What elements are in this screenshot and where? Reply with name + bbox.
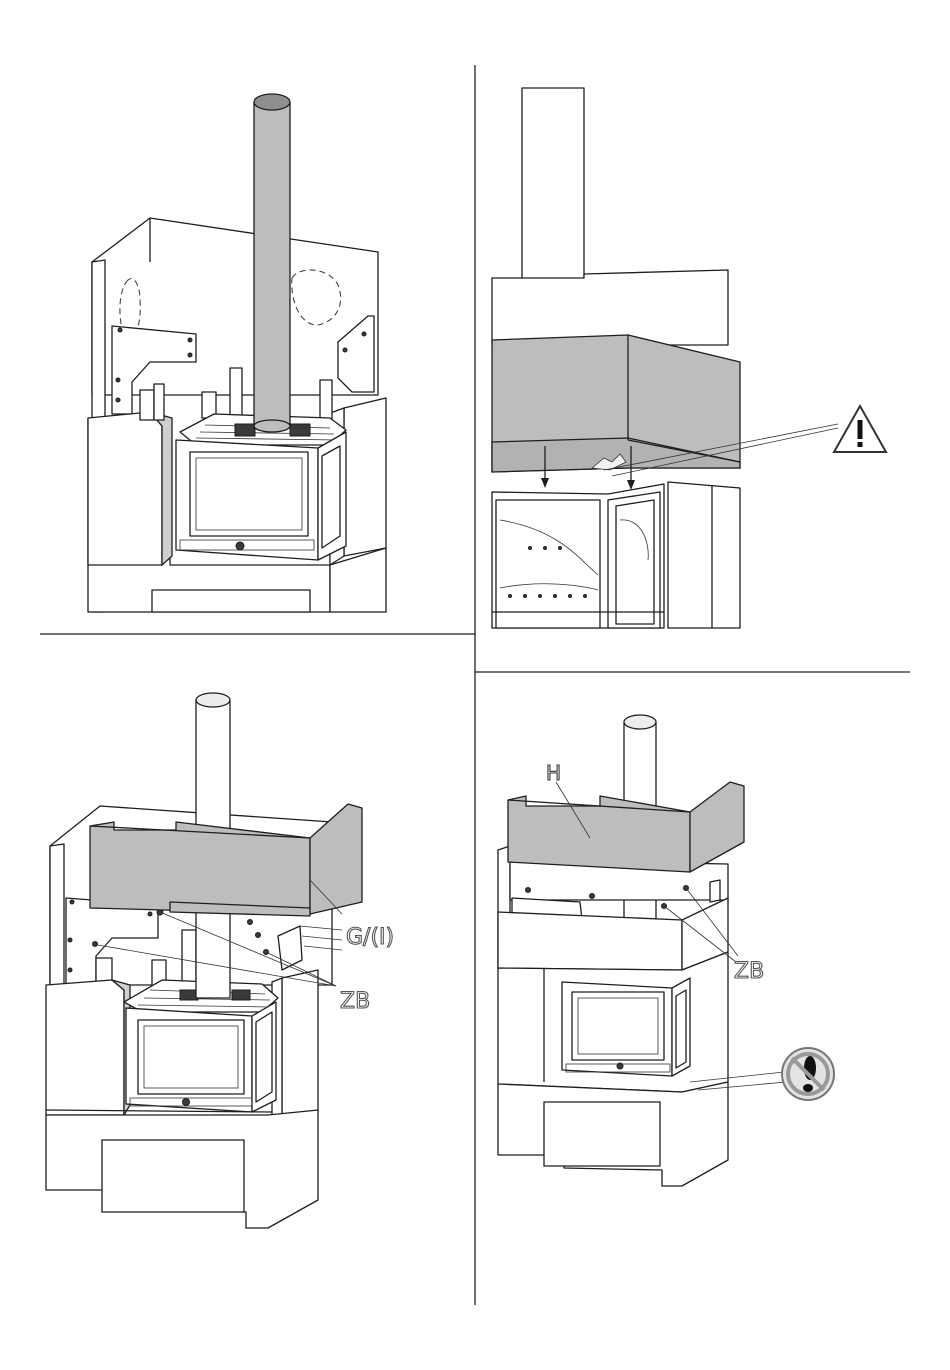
- warning-triangle-icon: [834, 406, 886, 452]
- no-stepping-icon: [782, 1048, 834, 1100]
- step-4-panel-h-mounting: H ZB: [498, 715, 834, 1186]
- chimney-pipe: [254, 94, 290, 432]
- zb-screw-label-right: ZB: [734, 959, 764, 984]
- step-3-panel-g-mounting: G/(I) ZB: [46, 693, 394, 1228]
- zb-screw-label-left: ZB: [340, 989, 370, 1014]
- step-1-fireplace-walls: [88, 94, 386, 612]
- panel-h-label: H: [546, 761, 561, 785]
- step-2-cover-placement: [492, 88, 886, 628]
- panel-g-label: G/(I): [346, 925, 394, 950]
